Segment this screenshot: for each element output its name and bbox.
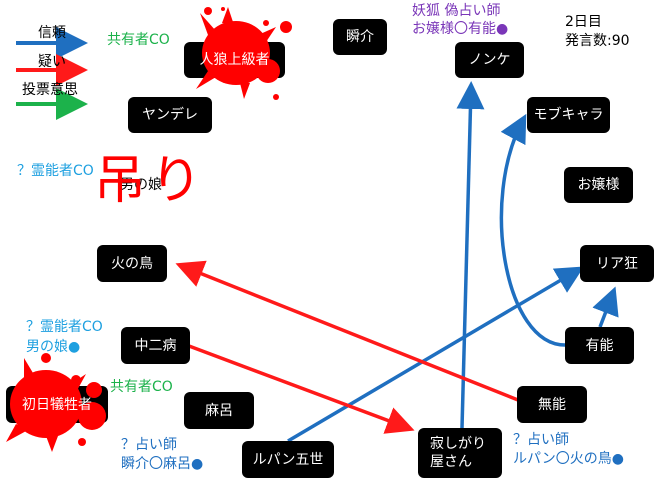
legend-doubt-label: 疑い (38, 54, 66, 70)
node-sabishigari[interactable]: 寂しがり 屋さん (418, 428, 502, 478)
node-label: ルパン五世 (252, 451, 324, 468)
node-chuunibyou[interactable]: 中二病 (121, 327, 190, 364)
node-mobukyara[interactable]: モブキャラ (527, 97, 610, 133)
day-indicator: 2日目 (565, 14, 602, 30)
node-riakyo[interactable]: リア狂 (580, 245, 654, 282)
node-label: 初日犠牲者 (22, 396, 92, 413)
node-label: 中二病 (134, 337, 177, 354)
node-yuunou[interactable]: 有能 (565, 327, 634, 364)
node-label: 有能 (585, 337, 614, 354)
node-maro[interactable]: 麻呂 (184, 392, 254, 429)
arrow-sabishigari-to-nonke (456, 81, 485, 429)
node-label: モブキャラ (533, 107, 604, 123)
annotation-kyouyuu-co: 共有者CO (107, 32, 170, 48)
node-label: ノンケ (468, 52, 511, 68)
legend-vote-label: 投票意思 (22, 82, 78, 98)
post-count: 発言数:90 (565, 33, 630, 49)
annotation-kyouyuu-co-2: 共有者CO (110, 379, 173, 395)
node-yandere[interactable]: ヤンデレ (128, 97, 212, 133)
node-lupin[interactable]: ルパン五世 (242, 441, 334, 478)
arrow-munou-to-hinotori (175, 260, 519, 402)
annotation-uranai-right-1: ？占い師 (513, 432, 569, 448)
annotation-reinou-co: ？霊能者CO (17, 163, 94, 179)
blood-splat-icon (6, 353, 106, 452)
annotation-uranai-left-2: 瞬介〇麻呂● (121, 456, 204, 472)
node-label: 瞬介 (346, 29, 374, 45)
annotation-uranai-right-2: ルパン〇火の鳥● (513, 451, 624, 467)
arrow-yuunou-to-mobukyara (499, 113, 566, 347)
node-label: 火の鳥 (111, 255, 153, 272)
node-shunsuke[interactable]: 瞬介 (333, 19, 387, 55)
node-label-line1: 寂しがり (430, 436, 486, 452)
arrow-yuunou-to-riakyo (592, 286, 619, 328)
node-hinotori[interactable]: 火の鳥 (97, 245, 167, 282)
node-nonke[interactable]: ノンケ (455, 42, 524, 78)
node-label: リア狂 (596, 255, 638, 272)
node-munou[interactable]: 無能 (517, 386, 587, 423)
node-label: 人狼上級者 (199, 52, 270, 68)
node-label: 無能 (538, 396, 566, 413)
node-label-line2: 屋さん (430, 454, 472, 470)
arrow-chuunibyou-to-sabishigari (188, 344, 415, 434)
annotation-reinou-co-2: ？霊能者CO (26, 319, 103, 335)
node-label: ヤンデレ (142, 107, 198, 123)
annotation-youko-2: お嬢様〇有能● (412, 21, 509, 37)
blood-splat-icon (196, 7, 292, 100)
node-label: お嬢様 (577, 177, 620, 193)
hang-mark: 吊り (94, 151, 207, 211)
legend-trust-label: 信頼 (38, 25, 66, 41)
node-otokonoko[interactable]: 男の娘 (120, 177, 162, 193)
node-ojousama[interactable]: お嬢様 (564, 167, 633, 203)
node-label: 麻呂 (205, 402, 233, 419)
annotation-reinou-result: 男の娘● (26, 339, 81, 355)
annotation-uranai-left-1: ？占い師 (121, 437, 177, 453)
arrow-lupin-to-riakyo (287, 266, 585, 443)
annotation-youko-1: 妖狐 偽占い師 (412, 3, 501, 19)
